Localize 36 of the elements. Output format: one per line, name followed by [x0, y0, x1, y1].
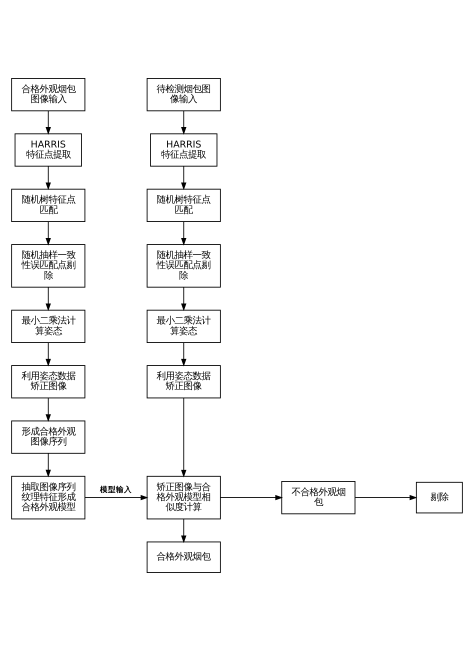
- node-box: 利用姿态数据矫正图像: [11, 365, 86, 398]
- edge-label: 模型输入: [100, 484, 132, 494]
- arrow: [46, 110, 51, 135]
- arrow: [46, 166, 51, 190]
- arrow: [46, 398, 51, 422]
- arrow: [220, 494, 283, 500]
- node-box: 不合格外观烟包: [281, 481, 356, 514]
- arrow: [354, 494, 418, 500]
- node-box: HARRIS 特征点提取: [14, 133, 82, 167]
- node-box: 随机树特征点匹配: [11, 188, 86, 222]
- arrow: [181, 342, 186, 366]
- arrow: [181, 286, 186, 312]
- node-box: 最小二乘法计算姿态: [11, 310, 86, 343]
- node-box: 合格外观烟包: [146, 542, 221, 574]
- node-box: 剔除: [416, 482, 463, 514]
- node-box: 随机抽样一致性误匹配点剔除: [146, 244, 221, 288]
- node-box: 矫正图像与合格外观模型相似度计算: [146, 476, 221, 520]
- node-box: 随机抽样一致性误匹配点剔除: [11, 244, 86, 288]
- arrow: [181, 166, 186, 190]
- node-box: 形成合格外观图像序列: [11, 420, 86, 454]
- node-box: 抽取图像序列纹理特征形成合格外观模型: [11, 476, 86, 520]
- arrow: [84, 494, 148, 500]
- arrow: [181, 398, 186, 478]
- node-box: 待检测烟包图像输入: [146, 78, 221, 112]
- node-box: 利用姿态数据矫正图像: [146, 365, 221, 398]
- arrow: [181, 518, 186, 544]
- node-box: 随机树特征点匹配: [146, 188, 221, 222]
- arrow: [46, 286, 51, 312]
- arrow: [46, 221, 51, 246]
- node-box: 合格外观烟包图像输入: [11, 78, 86, 112]
- arrow: [46, 342, 51, 366]
- node-box: HARRIS 特征点提取: [150, 133, 218, 167]
- arrow: [46, 453, 51, 478]
- arrow: [181, 110, 186, 135]
- arrow: [181, 221, 186, 246]
- node-box: 最小二乘法计算姿态: [146, 310, 221, 343]
